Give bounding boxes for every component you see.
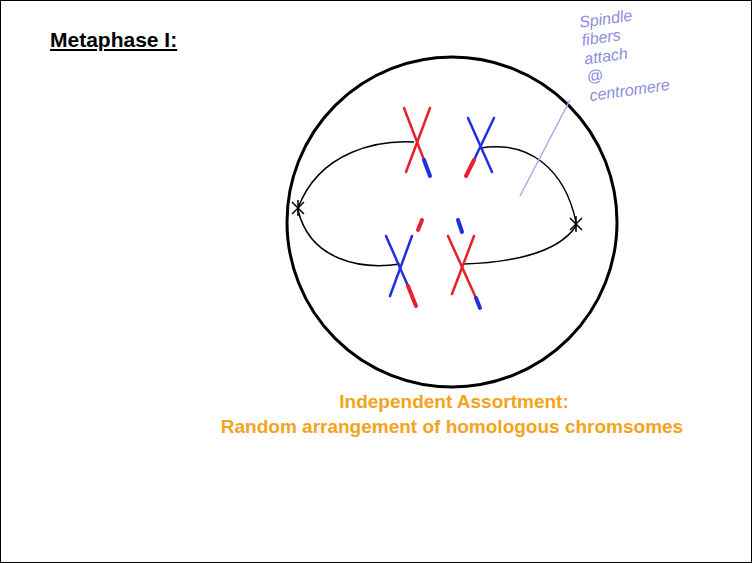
slide-title: Metaphase I: xyxy=(50,28,177,52)
chromosomes xyxy=(386,108,494,308)
handwritten-note: Spindle fibers attach @ centromere xyxy=(578,0,690,105)
spindle-pole xyxy=(292,200,582,232)
concept-heading: Independent Assortment: xyxy=(339,391,568,413)
concept-text: Random arrangement of homologous chromso… xyxy=(221,416,683,438)
spindle-fibers xyxy=(298,142,576,266)
leader-line xyxy=(520,100,570,196)
cell-membrane xyxy=(287,57,617,387)
